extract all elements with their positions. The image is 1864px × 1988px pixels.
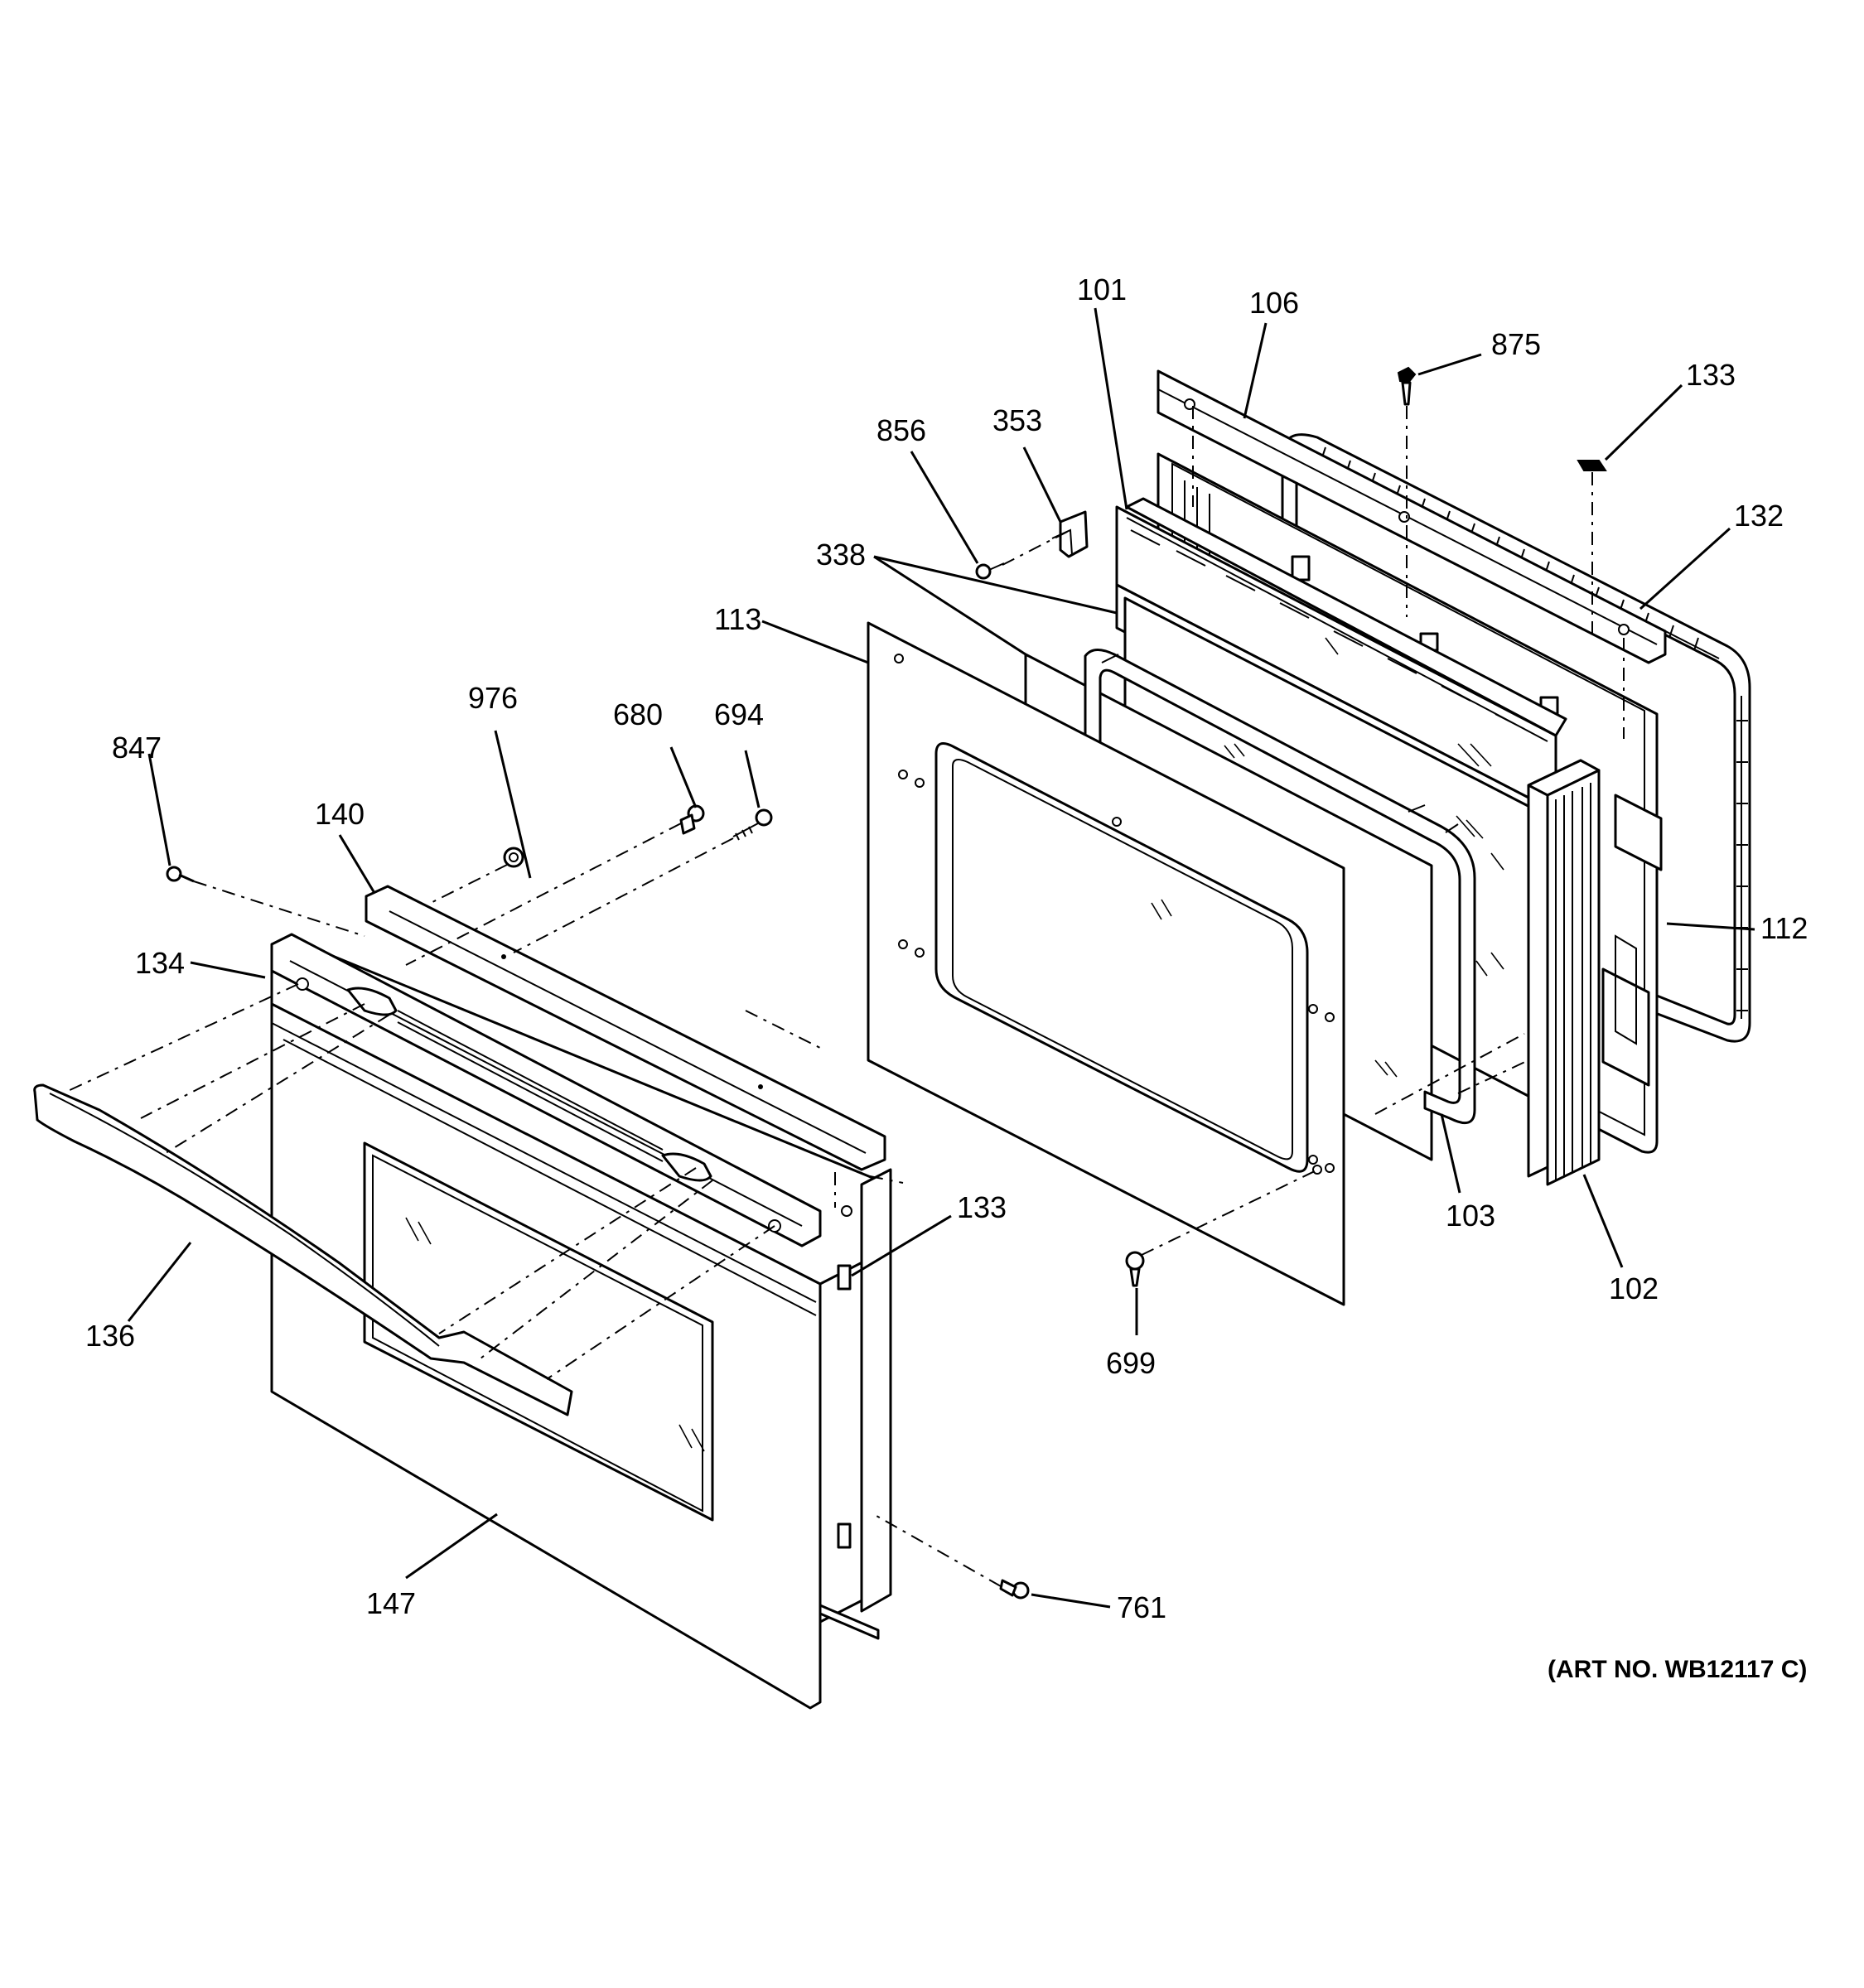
callout-694: 694: [714, 697, 764, 731]
nut-976: [503, 847, 524, 868]
callout-134: 134: [135, 946, 185, 980]
callout-132: 132: [1734, 499, 1784, 533]
callout-147: 147: [366, 1586, 416, 1620]
screw-699: [1125, 1251, 1145, 1287]
callout-875: 875: [1491, 327, 1541, 361]
callout-136: 136: [85, 1319, 135, 1353]
assembly-lines: [65, 406, 1625, 1587]
inner-door-panel-113: [867, 621, 1345, 1306]
screw-694: [732, 808, 773, 841]
screw-680: [679, 804, 705, 835]
hinge-bracket-353: [1051, 510, 1089, 558]
callout-761: 761: [1117, 1590, 1166, 1624]
door-seal-103: [1084, 649, 1476, 1125]
callout-680: 680: [613, 697, 663, 731]
callout-699: 699: [1106, 1346, 1156, 1380]
outer-door-panel-147: [270, 936, 892, 1710]
callout-133-top: 133: [1686, 358, 1736, 392]
screw-847: [166, 866, 195, 883]
side-insulation-102: [1527, 759, 1601, 1186]
screw-856: [975, 562, 1005, 580]
callout-133-mid: 133: [957, 1190, 1007, 1224]
callout-112: 112: [1760, 911, 1808, 945]
screw-875: [1397, 366, 1417, 406]
callout-106: 106: [1249, 286, 1299, 320]
callout-102: 102: [1609, 1271, 1659, 1305]
callout-353: 353: [992, 403, 1042, 437]
callout-338: 338: [816, 538, 866, 572]
clip-133-top: [1577, 460, 1607, 471]
art-number: (ART NO. WB12117 C): [1548, 1656, 1807, 1683]
callout-856: 856: [876, 413, 926, 447]
callout-101: 101: [1077, 273, 1127, 306]
door-handle-136: [33, 1083, 573, 1416]
callout-976: 976: [468, 681, 518, 715]
vent-trim-140: [365, 885, 886, 1171]
callout-847: 847: [112, 731, 162, 765]
screw-761: [999, 1579, 1030, 1600]
leader-lines: [127, 307, 1755, 1609]
callout-113: 113: [714, 602, 761, 636]
callout-140: 140: [315, 797, 365, 831]
callout-103: 103: [1446, 1199, 1495, 1233]
